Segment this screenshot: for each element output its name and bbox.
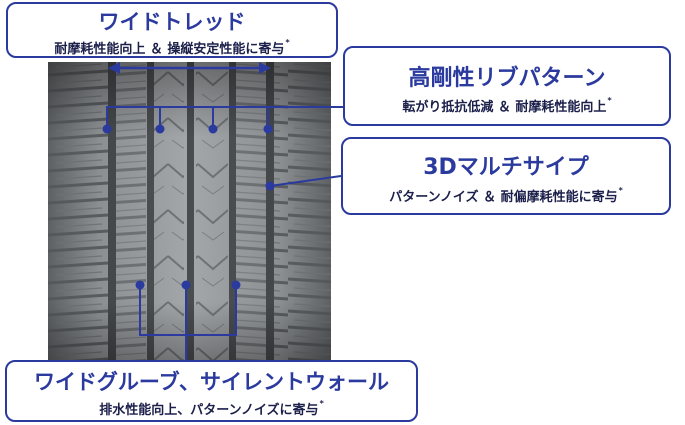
3d-multi-sipe-callout: 3Dマルチサイプ パターンノイズ ＆ 耐偏摩耗性能に寄与* bbox=[341, 137, 671, 215]
wide-tread-description-text: 耐摩耗性能向上 ＆ 操縦安定性能に寄与 bbox=[54, 42, 285, 57]
footnote-mark: * bbox=[618, 186, 623, 195]
wide-tread-callout: ワイドトレッド 耐摩耗性能向上 ＆ 操縦安定性能に寄与* bbox=[6, 2, 338, 58]
wide-groove-description-text: 排水性能向上、パターンノイズに寄与 bbox=[99, 403, 319, 418]
wide-groove-title: ワイドグルーブ、サイレントウォール bbox=[33, 370, 390, 394]
tire-tread-image bbox=[48, 62, 331, 362]
high-rigidity-rib-callout: 高剛性リブパターン 転がり抵抗低減 ＆ 耐摩耗性能向上* bbox=[343, 46, 671, 126]
wide-tread-description: 耐摩耗性能向上 ＆ 操縦安定性能に寄与* bbox=[8, 38, 336, 57]
footnote-mark: * bbox=[319, 399, 324, 408]
high-rigidity-rib-title: 高剛性リブパターン bbox=[408, 66, 606, 91]
wide-groove-description: 排水性能向上、パターンノイズに寄与* bbox=[7, 399, 416, 418]
3d-multi-sipe-description-text: パターンノイズ ＆ 耐偏摩耗性能に寄与 bbox=[389, 190, 618, 205]
wide-groove-callout: ワイドグルーブ、サイレントウォール 排水性能向上、パターンノイズに寄与* bbox=[5, 360, 418, 422]
footnote-mark: * bbox=[285, 38, 290, 47]
wide-tread-title: ワイドトレッド bbox=[98, 10, 246, 34]
high-rigidity-rib-description: 転がり抵抗低減 ＆ 耐摩耗性能向上* bbox=[345, 96, 669, 115]
high-rigidity-rib-description-text: 転がり抵抗低減 ＆ 耐摩耗性能向上 bbox=[402, 100, 607, 115]
3d-multi-sipe-title: 3Dマルチサイプ bbox=[423, 155, 589, 180]
footnote-mark: * bbox=[607, 96, 612, 105]
3d-multi-sipe-description: パターンノイズ ＆ 耐偏摩耗性能に寄与* bbox=[343, 186, 669, 205]
